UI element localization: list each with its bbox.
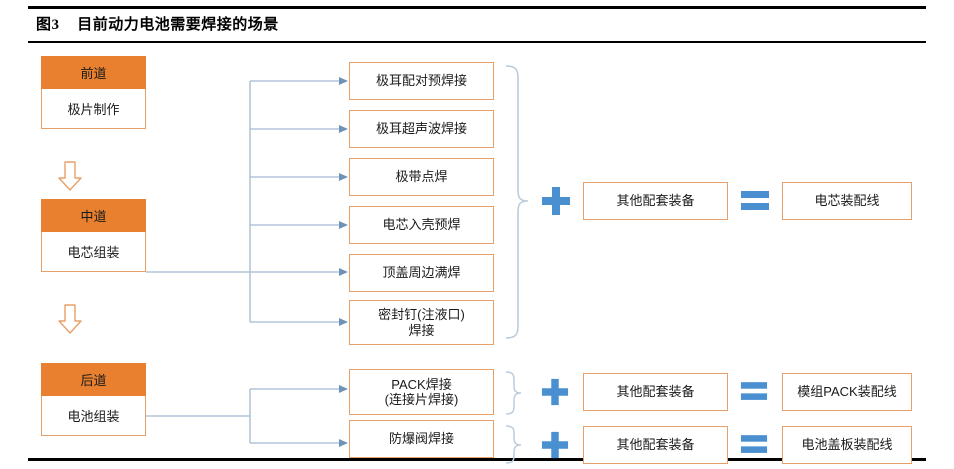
stage-arrow-2-icon [58, 304, 82, 334]
equals-icon-1 [741, 191, 769, 210]
process-box-2-label: 极耳超声波焊接 [375, 121, 467, 137]
equipment-box-3-label: 其他配套装备 [616, 437, 695, 453]
equipment-box-2[interactable]: 其他配套装备 [583, 373, 728, 411]
process-box-8[interactable]: 防爆阀焊接 [349, 420, 494, 458]
process-box-1[interactable]: 极耳配对预焊接 [349, 62, 494, 100]
brace-cell-group [505, 65, 529, 339]
figure-rule-bottom [28, 458, 926, 461]
stage-header-front: 前道 [41, 56, 146, 89]
stage-box-back[interactable]: 后道 电池组装 [41, 363, 146, 436]
process-box-6[interactable]: 密封钉(注液口) 焊接 [349, 300, 494, 345]
stage-header-middle: 中道 [41, 199, 146, 232]
process-box-3-label: 极带点焊 [395, 169, 448, 185]
equipment-box-2-label: 其他配套装备 [616, 384, 695, 400]
figure-rule-middle [28, 41, 926, 43]
result-box-3[interactable]: 电池盖板装配线 [782, 426, 912, 464]
result-box-1[interactable]: 电芯装配线 [782, 182, 912, 220]
equipment-box-1[interactable]: 其他配套装备 [583, 182, 728, 220]
process-box-4-label: 电芯入壳预焊 [382, 217, 461, 233]
brace-pack-row-1 [505, 371, 522, 415]
stage-body-middle: 电芯组装 [41, 232, 146, 272]
process-box-7-label-line2: (连接片焊接) [384, 392, 459, 407]
stage-body-front: 极片制作 [41, 89, 146, 129]
process-box-1-label: 极耳配对预焊接 [375, 73, 467, 89]
figure-rule-top [28, 6, 926, 9]
process-box-3[interactable]: 极带点焊 [349, 158, 494, 196]
figure-label: 图3 [36, 17, 60, 33]
wire-arrowheads [339, 77, 348, 447]
result-box-2[interactable]: 模组PACK装配线 [782, 373, 912, 411]
equipment-box-1-label: 其他配套装备 [616, 193, 695, 209]
stage-body-back: 电池组装 [41, 396, 146, 436]
stage-box-middle[interactable]: 中道 电芯组装 [41, 199, 146, 272]
process-box-5[interactable]: 顶盖周边满焊 [349, 254, 494, 292]
equals-icon-2 [740, 382, 768, 400]
process-box-6-label-line2: 焊接 [408, 322, 435, 338]
process-box-7[interactable]: PACK焊接 (连接片焊接) [349, 369, 494, 415]
stage-header-back: 后道 [41, 363, 146, 396]
process-box-2[interactable]: 极耳超声波焊接 [349, 110, 494, 148]
process-box-4[interactable]: 电芯入壳预焊 [349, 206, 494, 244]
plus-icon-3 [541, 431, 569, 459]
process-box-5-label: 顶盖周边满焊 [382, 265, 461, 281]
result-box-3-label: 电池盖板装配线 [801, 437, 893, 453]
stage-box-front[interactable]: 前道 极片制作 [41, 56, 146, 129]
equals-icon-3 [740, 435, 768, 453]
process-box-8-label: 防爆阀焊接 [388, 431, 454, 447]
process-box-7-label-line1: PACK焊接 [391, 376, 452, 392]
result-box-2-label: 模组PACK装配线 [797, 384, 897, 400]
result-box-1-label: 电芯装配线 [814, 193, 880, 209]
figure-title-text: 目前动力电池需要焊接的场景 [77, 15, 279, 33]
stage-arrow-1-icon [58, 161, 82, 191]
process-box-6-label-line1: 密封钉(注液口) [378, 307, 465, 323]
figure-title: 图3 目前动力电池需要焊接的场景 [36, 13, 279, 34]
plus-icon-2 [541, 378, 569, 406]
equipment-box-3[interactable]: 其他配套装备 [583, 426, 728, 464]
plus-icon-1 [542, 187, 570, 215]
